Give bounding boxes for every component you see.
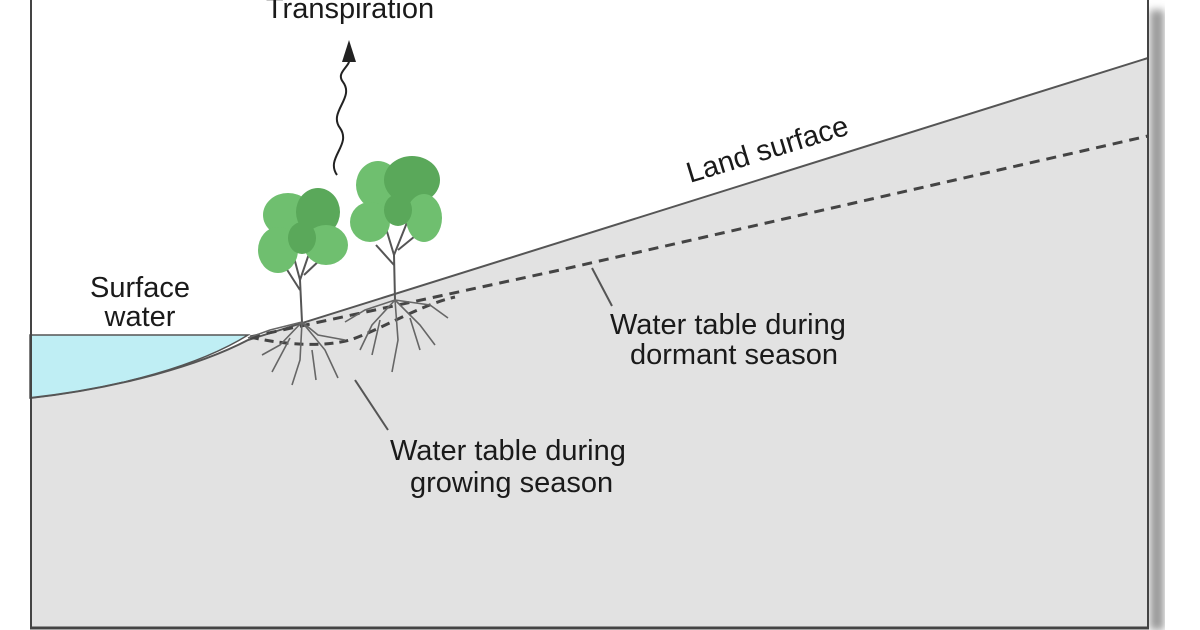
surface-water-label-line2: water — [104, 301, 176, 333]
transpiration-label: Transpiration — [266, 0, 434, 25]
growing-water-table-line — [249, 295, 456, 346]
tree-left — [258, 188, 348, 323]
arrow-head-icon — [342, 40, 356, 62]
land-surface-line — [29, 57, 1149, 399]
transpiration-arrow — [332, 57, 351, 176]
growing-leader-line — [354, 379, 389, 431]
growing-label-line1: Water table during — [390, 435, 626, 467]
dormant-leader-line — [591, 267, 613, 307]
surface-water-label-line1: Surface — [90, 272, 190, 304]
dormant-water-table-line — [249, 134, 1149, 339]
tree-right — [350, 156, 442, 301]
frame-shadow — [1150, 10, 1164, 630]
tree-roots — [247, 299, 449, 386]
dormant-label-line2: dormant season — [630, 339, 838, 371]
dormant-label-line1: Water table during — [610, 309, 846, 341]
growing-label-line2: growing season — [410, 467, 613, 499]
